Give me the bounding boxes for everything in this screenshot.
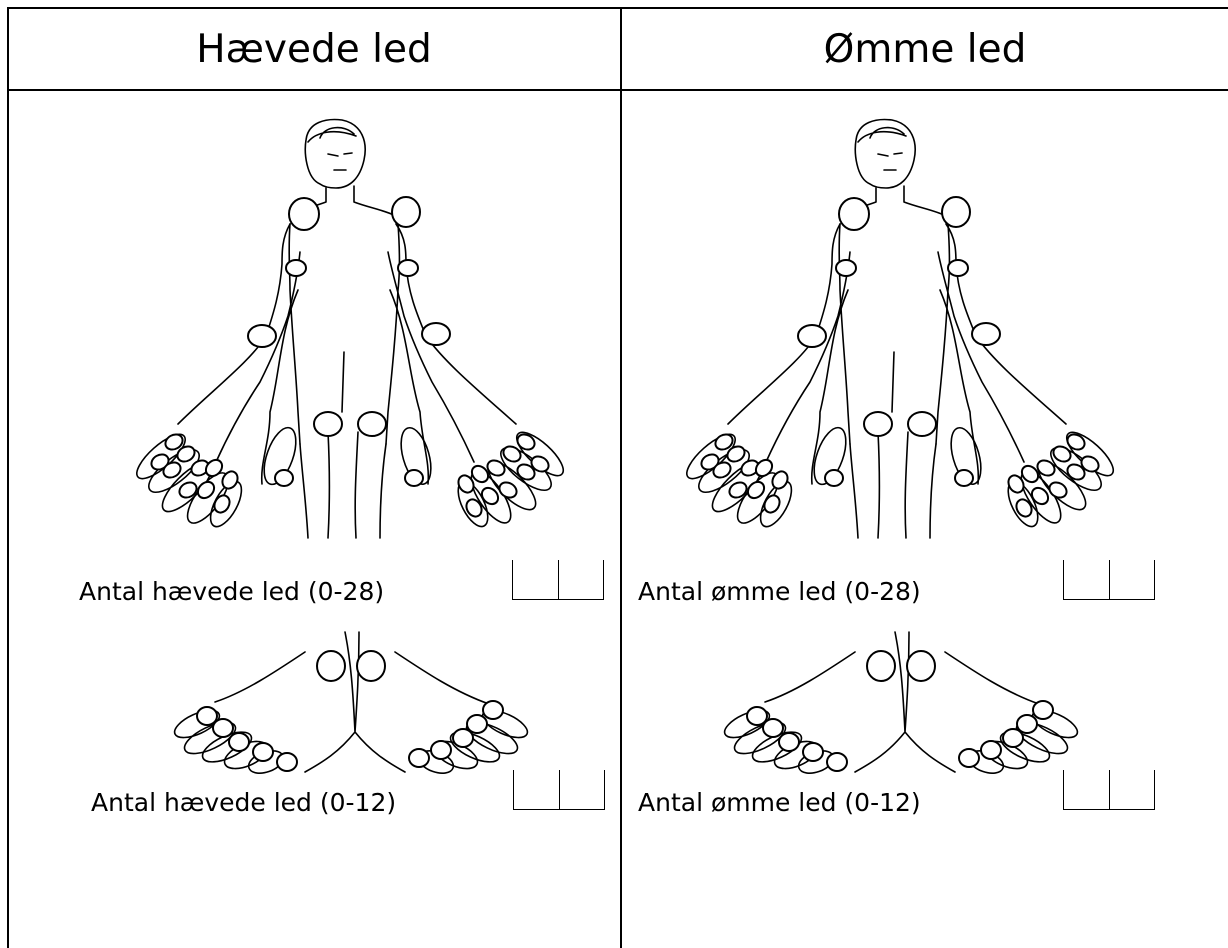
face-outline [328,153,352,170]
joint-marker[interactable] [972,323,1000,345]
joint-marker[interactable] [497,479,520,500]
joint-marker[interactable] [827,753,847,771]
score-box-divider [1109,770,1110,809]
joint-marker[interactable] [431,741,451,759]
joint-marker[interactable] [825,470,843,486]
score-box-divider [559,770,560,809]
joint-marker[interactable] [317,651,345,681]
joint-marker[interactable] [763,719,783,737]
joint-marker[interactable] [1003,729,1023,747]
joint-marker[interactable] [253,743,273,761]
header-divider [8,89,1228,91]
legs-outline [300,432,386,538]
joint-marker[interactable] [727,479,750,500]
tender-body-count-label: Antal ømme led (0-28) [638,575,921,609]
swollen-column-title: Hævede led [9,22,619,78]
tender-body-count-box[interactable] [1063,560,1155,600]
joint-marker[interactable] [948,260,968,276]
legs-outline [850,432,936,538]
swollen-body-icon [130,112,570,540]
table-left-border [7,7,9,948]
swollen-body-count-box[interactable] [512,560,604,600]
tender-feet-count-box[interactable] [1063,770,1155,810]
joint-marker[interactable] [289,198,319,230]
joint-marker[interactable] [803,743,823,761]
joint-marker[interactable] [761,493,782,516]
joint-marker[interactable] [779,733,799,751]
joint-marker[interactable] [908,412,936,436]
torso-outline [839,224,949,444]
joint-marker[interactable] [453,729,473,747]
joint-marker[interactable] [867,651,895,681]
joint-marker[interactable] [203,457,226,480]
joint-marker[interactable] [942,197,970,227]
face-outline [878,153,902,170]
joint-marker[interactable] [211,493,232,516]
joint-marker[interactable] [907,651,935,681]
midline-outline [342,352,344,412]
torso-outline [289,224,399,444]
joint-marker[interactable] [357,651,385,681]
joint-marker[interactable] [864,412,892,436]
swollen-body-count-label: Antal hævede led (0-28) [79,575,384,609]
head-outline [855,120,915,188]
joint-marker[interactable] [836,260,856,276]
joint-marker[interactable] [177,479,200,500]
joint-marker[interactable] [275,470,293,486]
joint-marker[interactable] [286,260,306,276]
joint-marker[interactable] [745,479,768,502]
joint-marker[interactable] [422,323,450,345]
joint-marker[interactable] [959,749,979,767]
tender-body-icon [680,112,1120,540]
joint-marker[interactable] [981,741,1001,759]
joint-marker[interactable] [955,470,973,486]
joint-marker[interactable] [195,479,218,502]
joint-marker[interactable] [798,325,826,347]
head-outline [305,120,365,188]
column-divider [620,7,622,948]
joint-marker[interactable] [1047,479,1070,500]
score-box-divider [558,560,559,599]
joint-marker[interactable] [839,198,869,230]
hair-outline [308,128,356,142]
tender-feet-icon [705,632,1100,772]
table-top-border [8,7,1228,9]
joint-marker[interactable] [392,197,420,227]
joint-marker[interactable] [358,412,386,436]
joint-marker[interactable] [405,470,423,486]
swollen-feet-count-box[interactable] [513,770,605,810]
joint-marker[interactable] [753,457,776,480]
hair-outline [858,128,906,142]
left-arm-outline [178,224,300,462]
joint-marker[interactable] [314,412,342,436]
joint-marker[interactable] [229,733,249,751]
midline-outline [892,352,894,412]
joint-marker[interactable] [213,719,233,737]
joint-marker[interactable] [483,701,503,719]
joint-marker[interactable] [277,753,297,771]
tender-feet-count-label: Antal ømme led (0-12) [638,786,921,820]
joint-marker[interactable] [1033,701,1053,719]
swollen-feet-icon [155,632,550,772]
swollen-feet-count-label: Antal hævede led (0-12) [91,786,396,820]
tender-column-title: Ømme led [622,22,1228,78]
left-arm-outline [728,224,850,462]
joint-marker[interactable] [409,749,429,767]
joint-marker[interactable] [398,260,418,276]
joint-marker[interactable] [248,325,276,347]
score-box-divider [1109,560,1110,599]
